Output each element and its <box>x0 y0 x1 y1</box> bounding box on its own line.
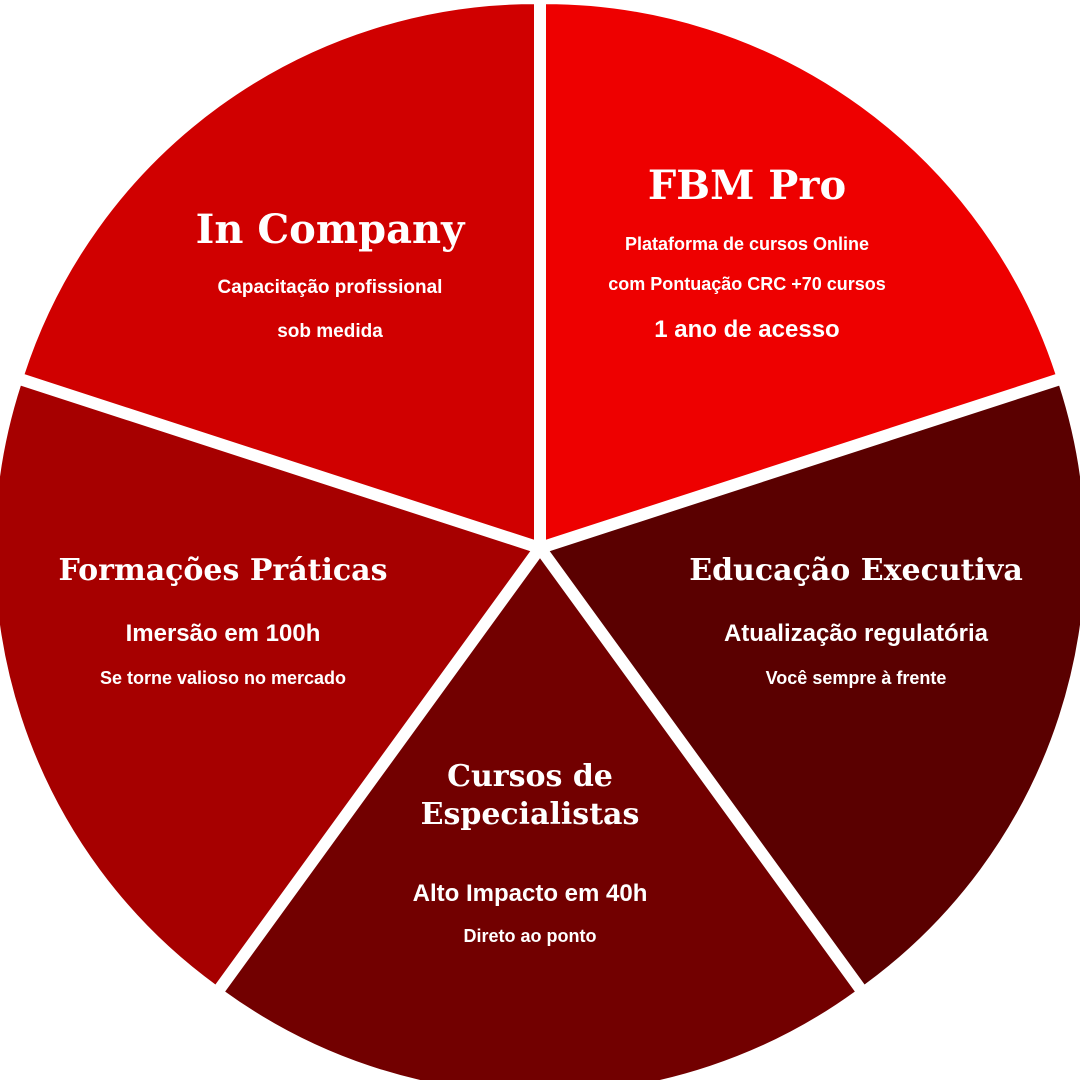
formacoes-praticas-title: Formações Práticas <box>58 553 388 588</box>
cursos-especialistas-label: Cursos de Especialistas Alto Impacto em … <box>320 758 740 950</box>
cursos-especialistas-line-2: Direto ao ponto <box>463 926 597 946</box>
segment-fbm-pro[interactable] <box>544 2 1058 543</box>
cursos-especialistas-title-2: Especialistas <box>420 797 640 832</box>
in-company-line-2: sob medida <box>277 321 383 342</box>
segment-in-company[interactable] <box>22 2 536 543</box>
formacoes-praticas-line-2: Se torne valioso no mercado <box>99 668 347 688</box>
educacao-executiva-line-2: Você sempre à frente <box>765 668 947 688</box>
in-company-label: In Company Capacitação profissional sob … <box>120 206 540 348</box>
cursos-especialistas-title-1: Cursos de <box>447 759 613 794</box>
formacoes-praticas-label: Formações Práticas Imersão em 100h Se to… <box>13 552 433 692</box>
segment-cursos-especialistas[interactable] <box>222 555 858 1080</box>
in-company-line-1: Capacitação profissional <box>217 277 443 298</box>
segment-formacoes-praticas[interactable] <box>0 383 533 987</box>
fbm-pro-line-2: com Pontuação CRC +70 cursos <box>608 274 886 294</box>
formacoes-praticas-line-1: Imersão em 100h <box>125 620 321 647</box>
educacao-executiva-label: Educação Executiva Atualização regulatór… <box>646 552 1066 692</box>
fbm-pro-line-3: 1 ano de acesso <box>654 316 840 343</box>
cursos-especialistas-line-1: Alto Impacto em 40h <box>412 880 648 907</box>
fbm-pro-title: FBM Pro <box>647 162 847 209</box>
fbm-pro-label: FBM Pro Plataforma de cursos Online com … <box>537 162 957 352</box>
fbm-pro-line-1: Plataforma de cursos Online <box>624 234 870 254</box>
educacao-executiva-title: Educação Executiva <box>689 553 1023 588</box>
educacao-executiva-line-1: Atualização regulatória <box>723 620 989 647</box>
in-company-title: In Company <box>195 206 465 253</box>
